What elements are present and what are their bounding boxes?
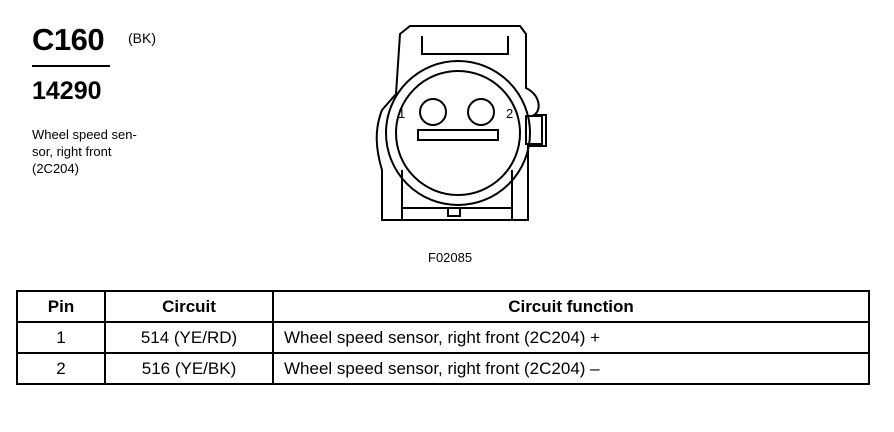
header-circuit-function: Circuit function <box>272 290 870 323</box>
cell-pin: 1 <box>16 321 106 354</box>
header-circuit: Circuit <box>104 290 274 323</box>
connector-face-circle <box>385 60 531 206</box>
connector-face-diagram: 1 2 <box>375 25 547 221</box>
cell-circuit: 516 (YE/BK) <box>104 352 274 385</box>
pin-1-label: 1 <box>398 106 405 121</box>
figure-reference: F02085 <box>428 250 473 265</box>
description-line: (2C204) <box>32 160 79 176</box>
table-row: 2 516 (YE/BK) Wheel speed sensor, right … <box>16 352 870 385</box>
connector-top-tab <box>421 36 509 55</box>
cell-function: Wheel speed sensor, right front (2C204) … <box>272 321 870 354</box>
table-header-row: Pin Circuit Circuit function <box>16 290 870 323</box>
connector-color: (BK) <box>128 30 156 46</box>
cell-pin: 2 <box>16 352 106 385</box>
header-pin: Pin <box>16 290 106 323</box>
description-line: Wheel speed sen- <box>32 127 137 142</box>
connector-face-inner-circle <box>395 70 521 196</box>
title-rule <box>32 65 110 67</box>
pin-2-cavity <box>467 98 495 126</box>
part-number: 14290 <box>32 77 102 105</box>
connector-id: C160 <box>32 22 105 57</box>
pin-2-label: 2 <box>506 106 513 121</box>
pinout-table: Pin Circuit Circuit function 1 514 (YE/R… <box>16 290 870 385</box>
pin-1-cavity <box>419 98 447 126</box>
cell-circuit: 514 (YE/RD) <box>104 321 274 354</box>
cell-function: Wheel speed sensor, right front (2C204) … <box>272 352 870 385</box>
description-line: sor, right front <box>32 143 112 159</box>
skirt-latch <box>447 207 461 217</box>
connector-bar <box>417 129 499 141</box>
table-row: 1 514 (YE/RD) Wheel speed sensor, right … <box>16 321 870 354</box>
connector-description: Wheel speed sen- sor, right front (2C204… <box>32 127 182 178</box>
